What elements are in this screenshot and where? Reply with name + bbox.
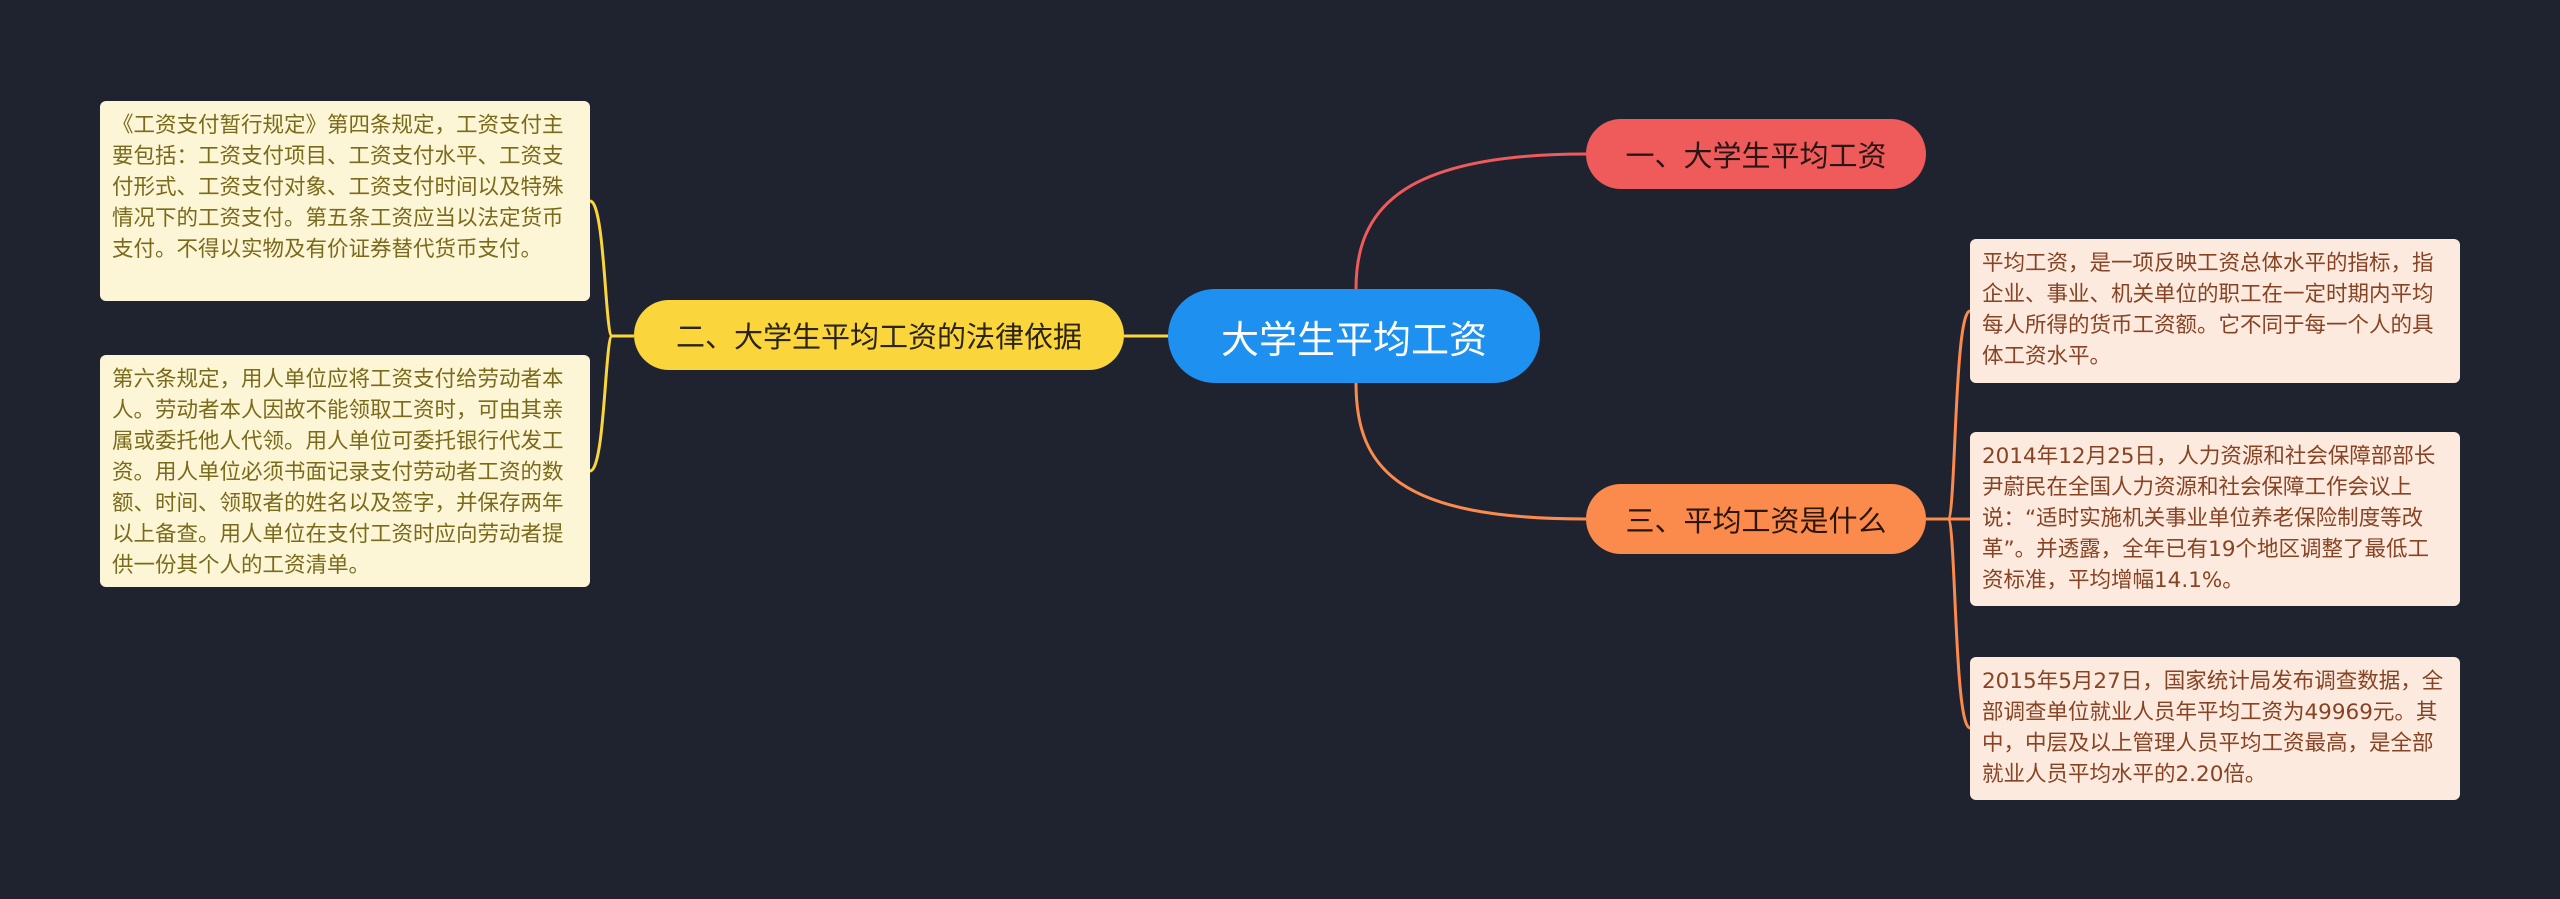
branch-node-legal-basis[interactable]: 二、大学生平均工资的法律依据 — [634, 300, 1124, 370]
connector-branch3-leaf3 — [1946, 517, 1972, 730]
leaf-note-legal-basis-1[interactable]: 《工资支付暂行规定》第四条规定，工资支付主要包括：工资支付项目、工资支付水平、工… — [100, 101, 590, 301]
connector-branch2-leaf2 — [589, 334, 614, 473]
branch-node-average-wage[interactable]: 一、大学生平均工资 — [1586, 119, 1926, 189]
branch-node-what-is-average-wage[interactable]: 三、平均工资是什么 — [1586, 484, 1926, 554]
connector-root-branch1 — [1354, 152, 1587, 290]
connector-branch2-leaf1 — [589, 199, 634, 338]
leaf-note-average-wage-1[interactable]: 平均工资，是一项反映工资总体水平的指标，指企业、事业、机关单位的职工在一定时期内… — [1970, 239, 2460, 383]
root-node[interactable]: 大学生平均工资 — [1168, 289, 1540, 383]
leaf-note-average-wage-3[interactable]: 2015年5月27日，国家统计局发布调查数据，全部调查单位就业人员年平均工资为4… — [1970, 657, 2460, 800]
leaf-note-legal-basis-2[interactable]: 第六条规定，用人单位应将工资支付给劳动者本人。劳动者本人因故不能领取工资时，可由… — [100, 355, 590, 587]
leaf-note-average-wage-2[interactable]: 2014年12月25日，人力资源和社会保障部部长尹蔚民在全国人力资源和社会保障工… — [1970, 432, 2460, 606]
connector-root-branch3 — [1354, 382, 1587, 521]
connector-branch3-leaf1 — [1926, 309, 1972, 521]
